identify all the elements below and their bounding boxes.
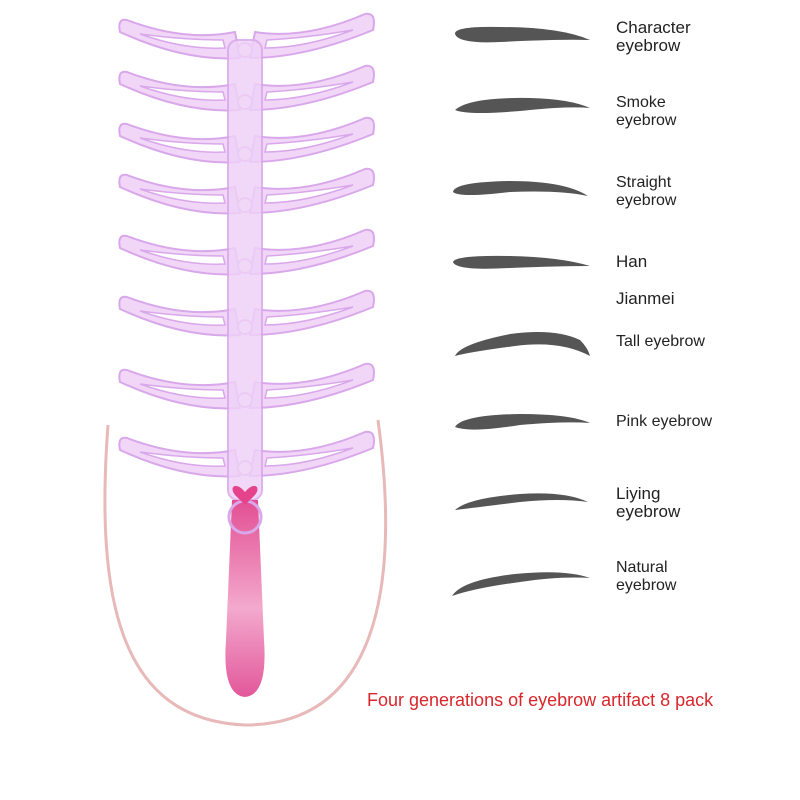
stencil-spine [227,39,263,501]
label-tall-eyebrow: Tall eyebrow [616,333,705,350]
natural-eyebrow-sample [452,572,590,596]
stencil-piece [118,289,375,337]
liying-eyebrow-sample [455,493,588,510]
label-han: Han [616,252,648,271]
tall-eyebrow-sample [455,332,590,356]
product-caption: Four generations of eyebrow artifact 8 p… [367,690,714,710]
stencil-piece [118,362,375,410]
han-eyebrow-sample [453,255,590,269]
stencil-piece [118,167,375,215]
straight-eyebrow-sample [453,181,588,196]
stencil-piece [118,228,375,276]
stencil-piece [118,116,375,164]
handle [225,500,265,697]
label-pink-eyebrow: Pink eyebrow [616,413,713,430]
character-eyebrow-sample [454,26,590,43]
lanyard-cord [103,419,388,727]
label-jianmei: Jianmei [616,289,675,308]
heart-icon [232,485,258,505]
eyebrow-stencil-illustration [103,12,388,727]
pink-eyebrow-sample [455,414,590,430]
smoke-eyebrow-sample [455,97,590,113]
stencil-piece [118,430,375,478]
